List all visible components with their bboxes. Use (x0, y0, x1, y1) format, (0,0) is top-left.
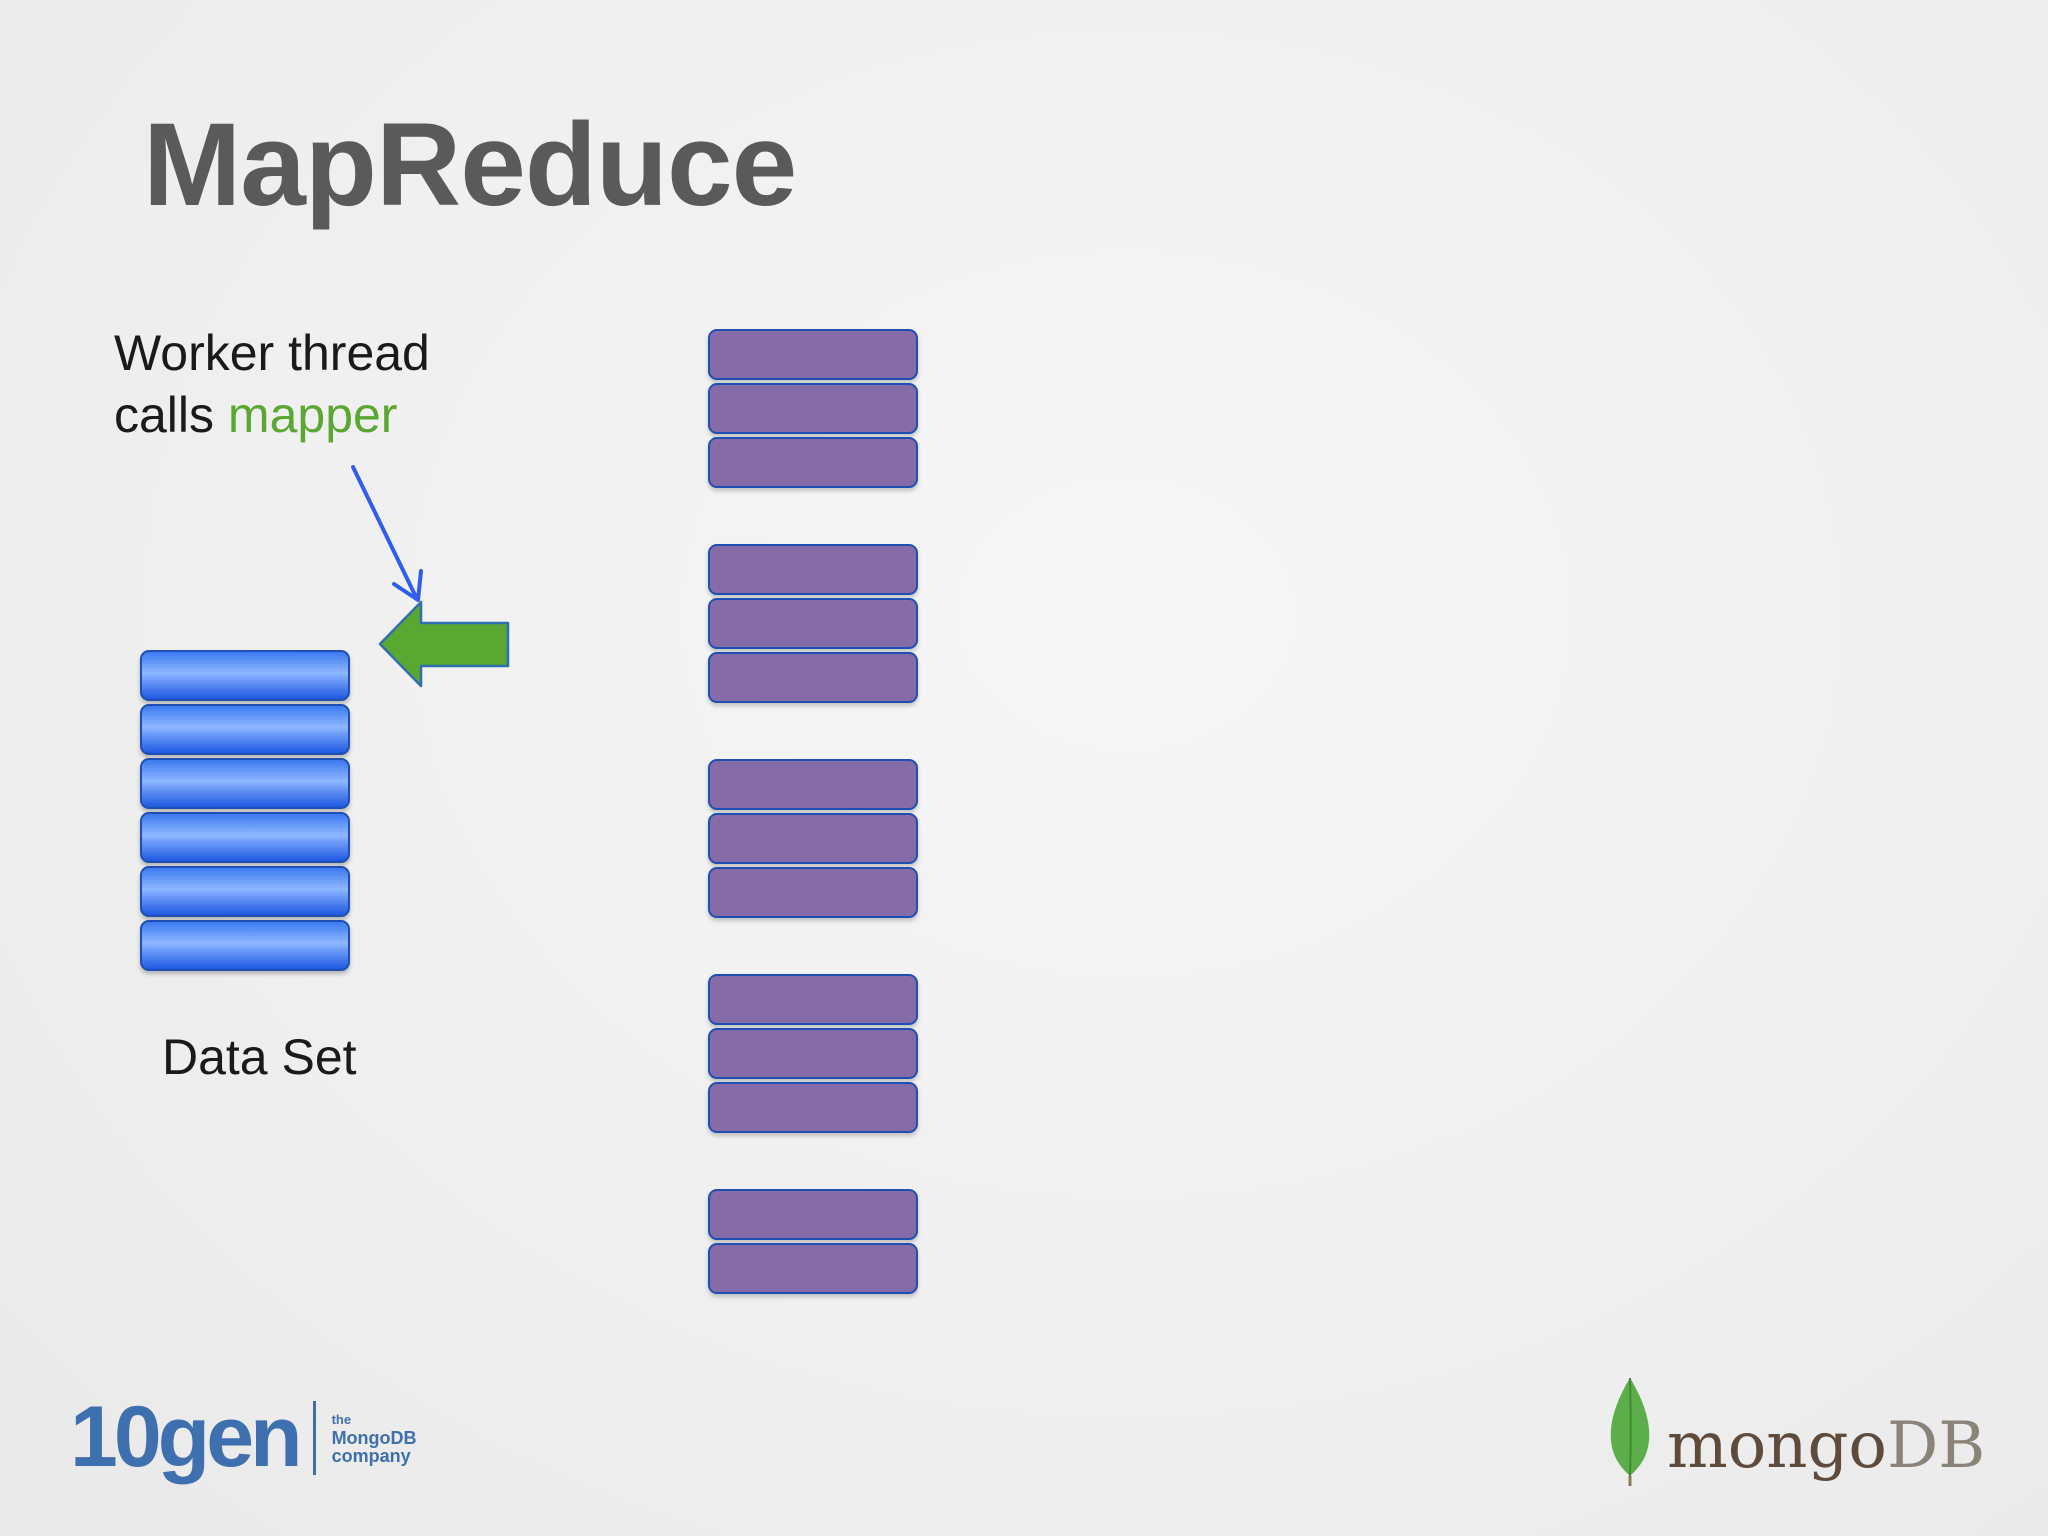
annotation-line-2: calls mapper (114, 384, 430, 446)
slide-title: MapReduce (143, 99, 797, 231)
10gen-logo: 10gen the MongoDB company (70, 1388, 417, 1487)
tagline-mongodb: MongoDB (331, 1427, 417, 1448)
dataset-record (140, 650, 350, 701)
output-group (708, 974, 922, 1136)
annotation-prefix: calls (114, 387, 228, 443)
mongodb-logo: mongoDB (1605, 1376, 1985, 1486)
dataset-label: Data Set (162, 1029, 357, 1085)
output-record (708, 1028, 918, 1079)
dataset-record (140, 812, 350, 863)
output-record (708, 329, 918, 380)
output-record (708, 652, 918, 703)
dataset-record (140, 866, 350, 917)
output-record (708, 1082, 918, 1133)
output-record (708, 813, 918, 864)
output-record (708, 867, 918, 918)
mongodb-wordmark: mongoDB (1667, 1409, 1985, 1483)
output-record (708, 437, 918, 488)
output-record (708, 974, 918, 1025)
dataset-record (140, 704, 350, 755)
annotation-line-1: Worker thread (114, 325, 430, 381)
tagline-company: company (331, 1445, 411, 1466)
logo-divider (312, 1400, 316, 1475)
wordmark-db: DB (1886, 1409, 1986, 1483)
output-record (708, 598, 918, 649)
dataset-stack (140, 650, 354, 980)
leaf-icon (1610, 1377, 1650, 1486)
tagline-the: the (331, 1411, 352, 1427)
output-group (708, 329, 922, 491)
pointer-arrow (351, 465, 423, 602)
output-record (708, 759, 918, 810)
worker-annotation: Worker thread calls mapper (114, 322, 430, 446)
dataset-record (140, 758, 350, 809)
output-group (708, 759, 922, 921)
output-record (708, 1189, 918, 1240)
output-record (708, 1243, 918, 1294)
dataset-record (140, 920, 350, 971)
output-group (708, 1189, 922, 1297)
10gen-tagline: the MongoDB company (332, 1411, 417, 1465)
mapper-highlight: mapper (227, 387, 398, 443)
output-record (708, 544, 918, 595)
wordmark-mongo: mongo (1667, 1409, 1887, 1483)
mapper-block-arrow (378, 600, 510, 688)
10gen-wordmark: 10gen (70, 1389, 303, 1485)
output-group (708, 544, 922, 706)
output-record (708, 383, 918, 434)
